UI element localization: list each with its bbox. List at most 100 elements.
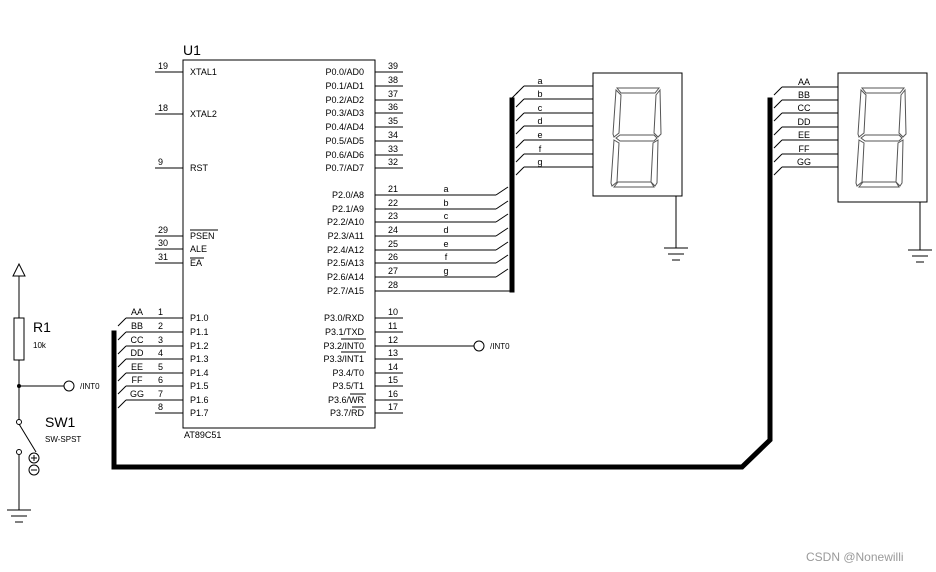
mcu-pin-name: P3.6/WR bbox=[328, 395, 365, 405]
r1-ref: R1 bbox=[33, 319, 51, 335]
mcu-pin-name: P2.3/A11 bbox=[328, 231, 364, 241]
mcu-pin-number: 31 bbox=[158, 252, 168, 262]
mcu-pin-number: 33 bbox=[388, 144, 398, 154]
mcu-pin-name: P1.2 bbox=[190, 341, 209, 351]
mcu-pin-name: P0.6/AD6 bbox=[325, 150, 364, 160]
mcu-pin-name: P1.7 bbox=[190, 408, 209, 418]
mcu-pin-number: 1 bbox=[158, 307, 163, 317]
port2-net-label: c bbox=[444, 211, 449, 221]
mcu-pin-number: 15 bbox=[388, 375, 398, 385]
display1-net-label: f bbox=[539, 144, 542, 154]
display1-net-label: c bbox=[538, 103, 543, 113]
mcu-part: AT89C51 bbox=[184, 430, 221, 440]
mcu-pin-number: 16 bbox=[388, 389, 398, 399]
mcu-pin-name: P1.4 bbox=[190, 368, 209, 378]
mcu-pin-name: P0.2/AD2 bbox=[325, 95, 364, 105]
mcu-pin-number: 14 bbox=[388, 362, 398, 372]
mcu-pin-name: XTAL2 bbox=[190, 109, 217, 119]
mcu-pin-name: P1.5 bbox=[190, 381, 209, 391]
mcu-left-pins: 19XTAL118XTAL29RST29PSEN30ALE31EA1P1.02P… bbox=[155, 61, 217, 418]
display1-frame bbox=[592, 72, 683, 197]
mcu-pin-name: P3.3/INT1 bbox=[323, 354, 364, 364]
mcu-pin-number: 12 bbox=[388, 335, 398, 345]
mcu-pin-name: P2.0/A8 bbox=[332, 190, 364, 200]
mcu-pin-name: PSEN bbox=[190, 231, 215, 241]
port2-bus-top-hook bbox=[509, 91, 519, 101]
mcu-pin-name: P2.4/A12 bbox=[327, 245, 364, 255]
mcu-pin-number: 39 bbox=[388, 61, 398, 71]
r1-value: 10k bbox=[33, 341, 47, 350]
mcu-pin-number: 11 bbox=[388, 321, 397, 331]
mcu-pin-number: 21 bbox=[388, 184, 398, 194]
mcu-pin-number: 29 bbox=[158, 225, 168, 235]
display2-frame bbox=[837, 72, 928, 203]
junction-dot bbox=[17, 384, 21, 388]
mcu-pin-number: 8 bbox=[158, 402, 163, 412]
mcu-pin-name: P1.1 bbox=[190, 327, 209, 337]
display2-net-label: EE bbox=[798, 130, 810, 140]
mcu-pin-name: EA bbox=[190, 258, 202, 268]
port1-net-label: BB bbox=[131, 321, 143, 331]
switch-plus-icon bbox=[28, 452, 40, 464]
resistor-r1 bbox=[13, 317, 25, 361]
port1-net-label: FF bbox=[132, 375, 143, 385]
mcu-pin-name: P2.1/A9 bbox=[332, 204, 364, 214]
port1-net-label: AA bbox=[131, 307, 143, 317]
mcu-pin-number: 9 bbox=[158, 157, 163, 167]
mcu-pin-number: 38 bbox=[388, 75, 398, 85]
int0-terminal-left-icon bbox=[63, 380, 75, 392]
port2-net-label: f bbox=[445, 252, 448, 262]
mcu-pin-name: P1.0 bbox=[190, 313, 209, 323]
display2-net-label: AA bbox=[798, 77, 810, 87]
mcu-pin-name: ALE bbox=[190, 244, 207, 254]
mcu-pin-number: 30 bbox=[158, 238, 168, 248]
display1-net-label: a bbox=[537, 76, 542, 86]
mcu-pin-name: P3.5/T1 bbox=[332, 381, 364, 391]
sw1-ref: SW1 bbox=[45, 414, 76, 430]
mcu-ref: U1 bbox=[183, 42, 201, 58]
mcu-pin-name: P3.2/INT0 bbox=[323, 341, 364, 351]
port2-net-label: d bbox=[443, 225, 448, 235]
display1-net-label: d bbox=[537, 116, 542, 126]
mcu-pin-number: 4 bbox=[158, 348, 163, 358]
mcu-pin-name: P2.2/A10 bbox=[327, 217, 364, 227]
mcu-pin-number: 2 bbox=[158, 321, 163, 331]
mcu-pin-name: P3.0/RXD bbox=[324, 313, 365, 323]
display1-digit bbox=[610, 87, 662, 188]
mcu-pin-number: 13 bbox=[388, 348, 398, 358]
display1-net-label: b bbox=[537, 89, 542, 99]
mcu-pin-number: 32 bbox=[388, 157, 398, 167]
int0-net-label: /INT0 bbox=[490, 342, 510, 351]
mcu-body bbox=[182, 59, 376, 429]
mcu-pin-number: 37 bbox=[388, 89, 398, 99]
mcu-pin-name: P1.3 bbox=[190, 354, 209, 364]
mcu-pin-name: P0.5/AD5 bbox=[325, 136, 364, 146]
mcu-pin-name: P0.0/AD0 bbox=[325, 67, 364, 77]
mcu-pin-name: RST bbox=[190, 163, 209, 173]
mcu-right-pins: 39P0.0/AD038P0.1/AD137P0.2/AD236P0.3/AD3… bbox=[323, 61, 403, 418]
display1-net-label: g bbox=[537, 157, 542, 167]
display1-net-label: e bbox=[537, 130, 542, 140]
seven-segment-display-2 bbox=[837, 72, 932, 263]
mcu-pin-number: 17 bbox=[388, 402, 398, 412]
int0-net-label-left: /INT0 bbox=[80, 382, 100, 391]
mcu-pin-name: P0.3/AD3 bbox=[325, 108, 364, 118]
mcu-pin-number: 28 bbox=[388, 280, 398, 290]
mcu-pin-number: 35 bbox=[388, 116, 398, 126]
mcu-pin-number: 34 bbox=[388, 130, 398, 140]
display2-net-label: FF bbox=[799, 144, 810, 154]
mcu-pin-name: P2.7/A15 bbox=[327, 286, 364, 296]
mcu-pin-number: 3 bbox=[158, 335, 163, 345]
mcu-pin-number: 22 bbox=[388, 198, 398, 208]
mcu-pin-name: P1.6 bbox=[190, 395, 209, 405]
int0-net: /INT0 bbox=[375, 340, 510, 352]
watermark: CSDN @Nonewilli bbox=[806, 550, 904, 564]
port1-bus bbox=[111, 97, 773, 470]
mcu-pin-name: P0.1/AD1 bbox=[325, 81, 364, 91]
mcu-pin-number: 25 bbox=[388, 239, 398, 249]
mcu-pin-number: 24 bbox=[388, 225, 398, 235]
mcu-u1: U1 AT89C51 19XTAL118XTAL29RST29PSEN30ALE… bbox=[155, 42, 403, 440]
